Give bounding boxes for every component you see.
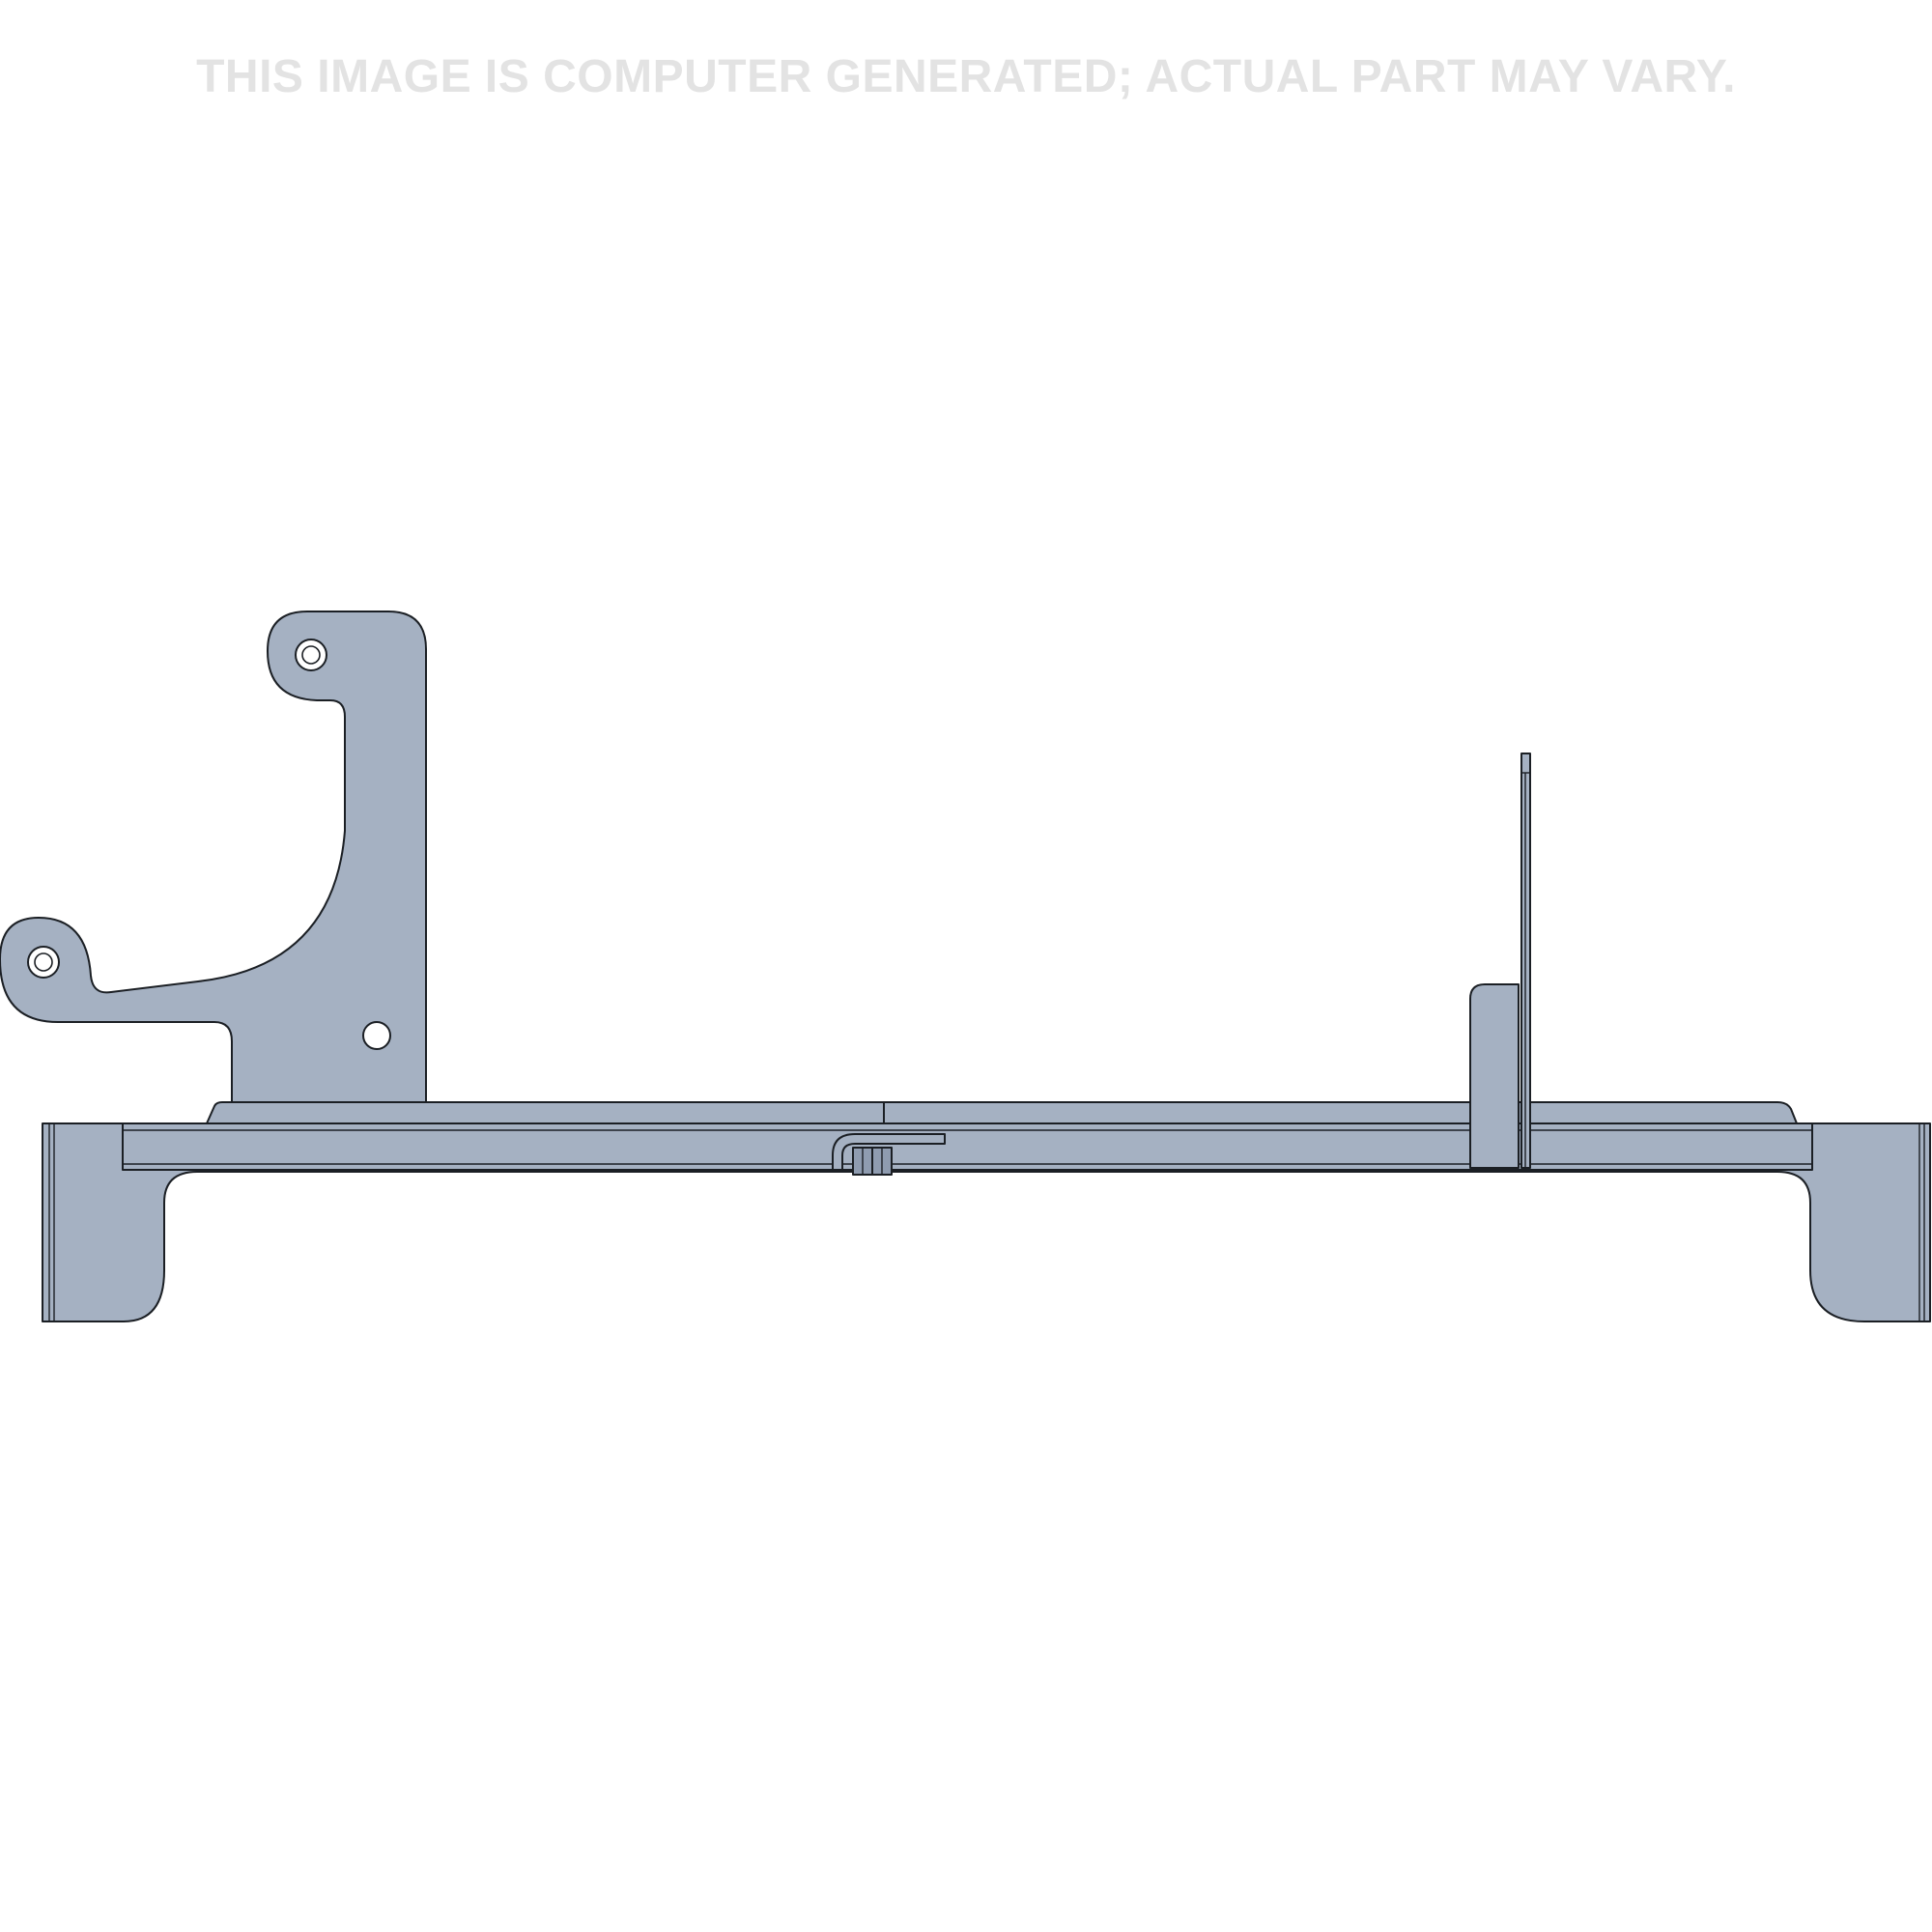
left-mount-hole-inner (34, 952, 53, 972)
mounting-plate (206, 1101, 885, 1124)
disclaimer-watermark: THIS IMAGE IS COMPUTER GENERATED; ACTUAL… (196, 51, 1736, 102)
mounting-plate-right (883, 1101, 1798, 1124)
hook-bracket (0, 611, 427, 1103)
center-clamp (832, 1133, 946, 1171)
left-mount-hole (27, 946, 60, 979)
upper-mount-hole-inner (301, 645, 321, 665)
right-angle-bracket (1469, 983, 1520, 1169)
lower-mount-hole (362, 1021, 391, 1050)
upper-mount-hole (295, 639, 327, 671)
